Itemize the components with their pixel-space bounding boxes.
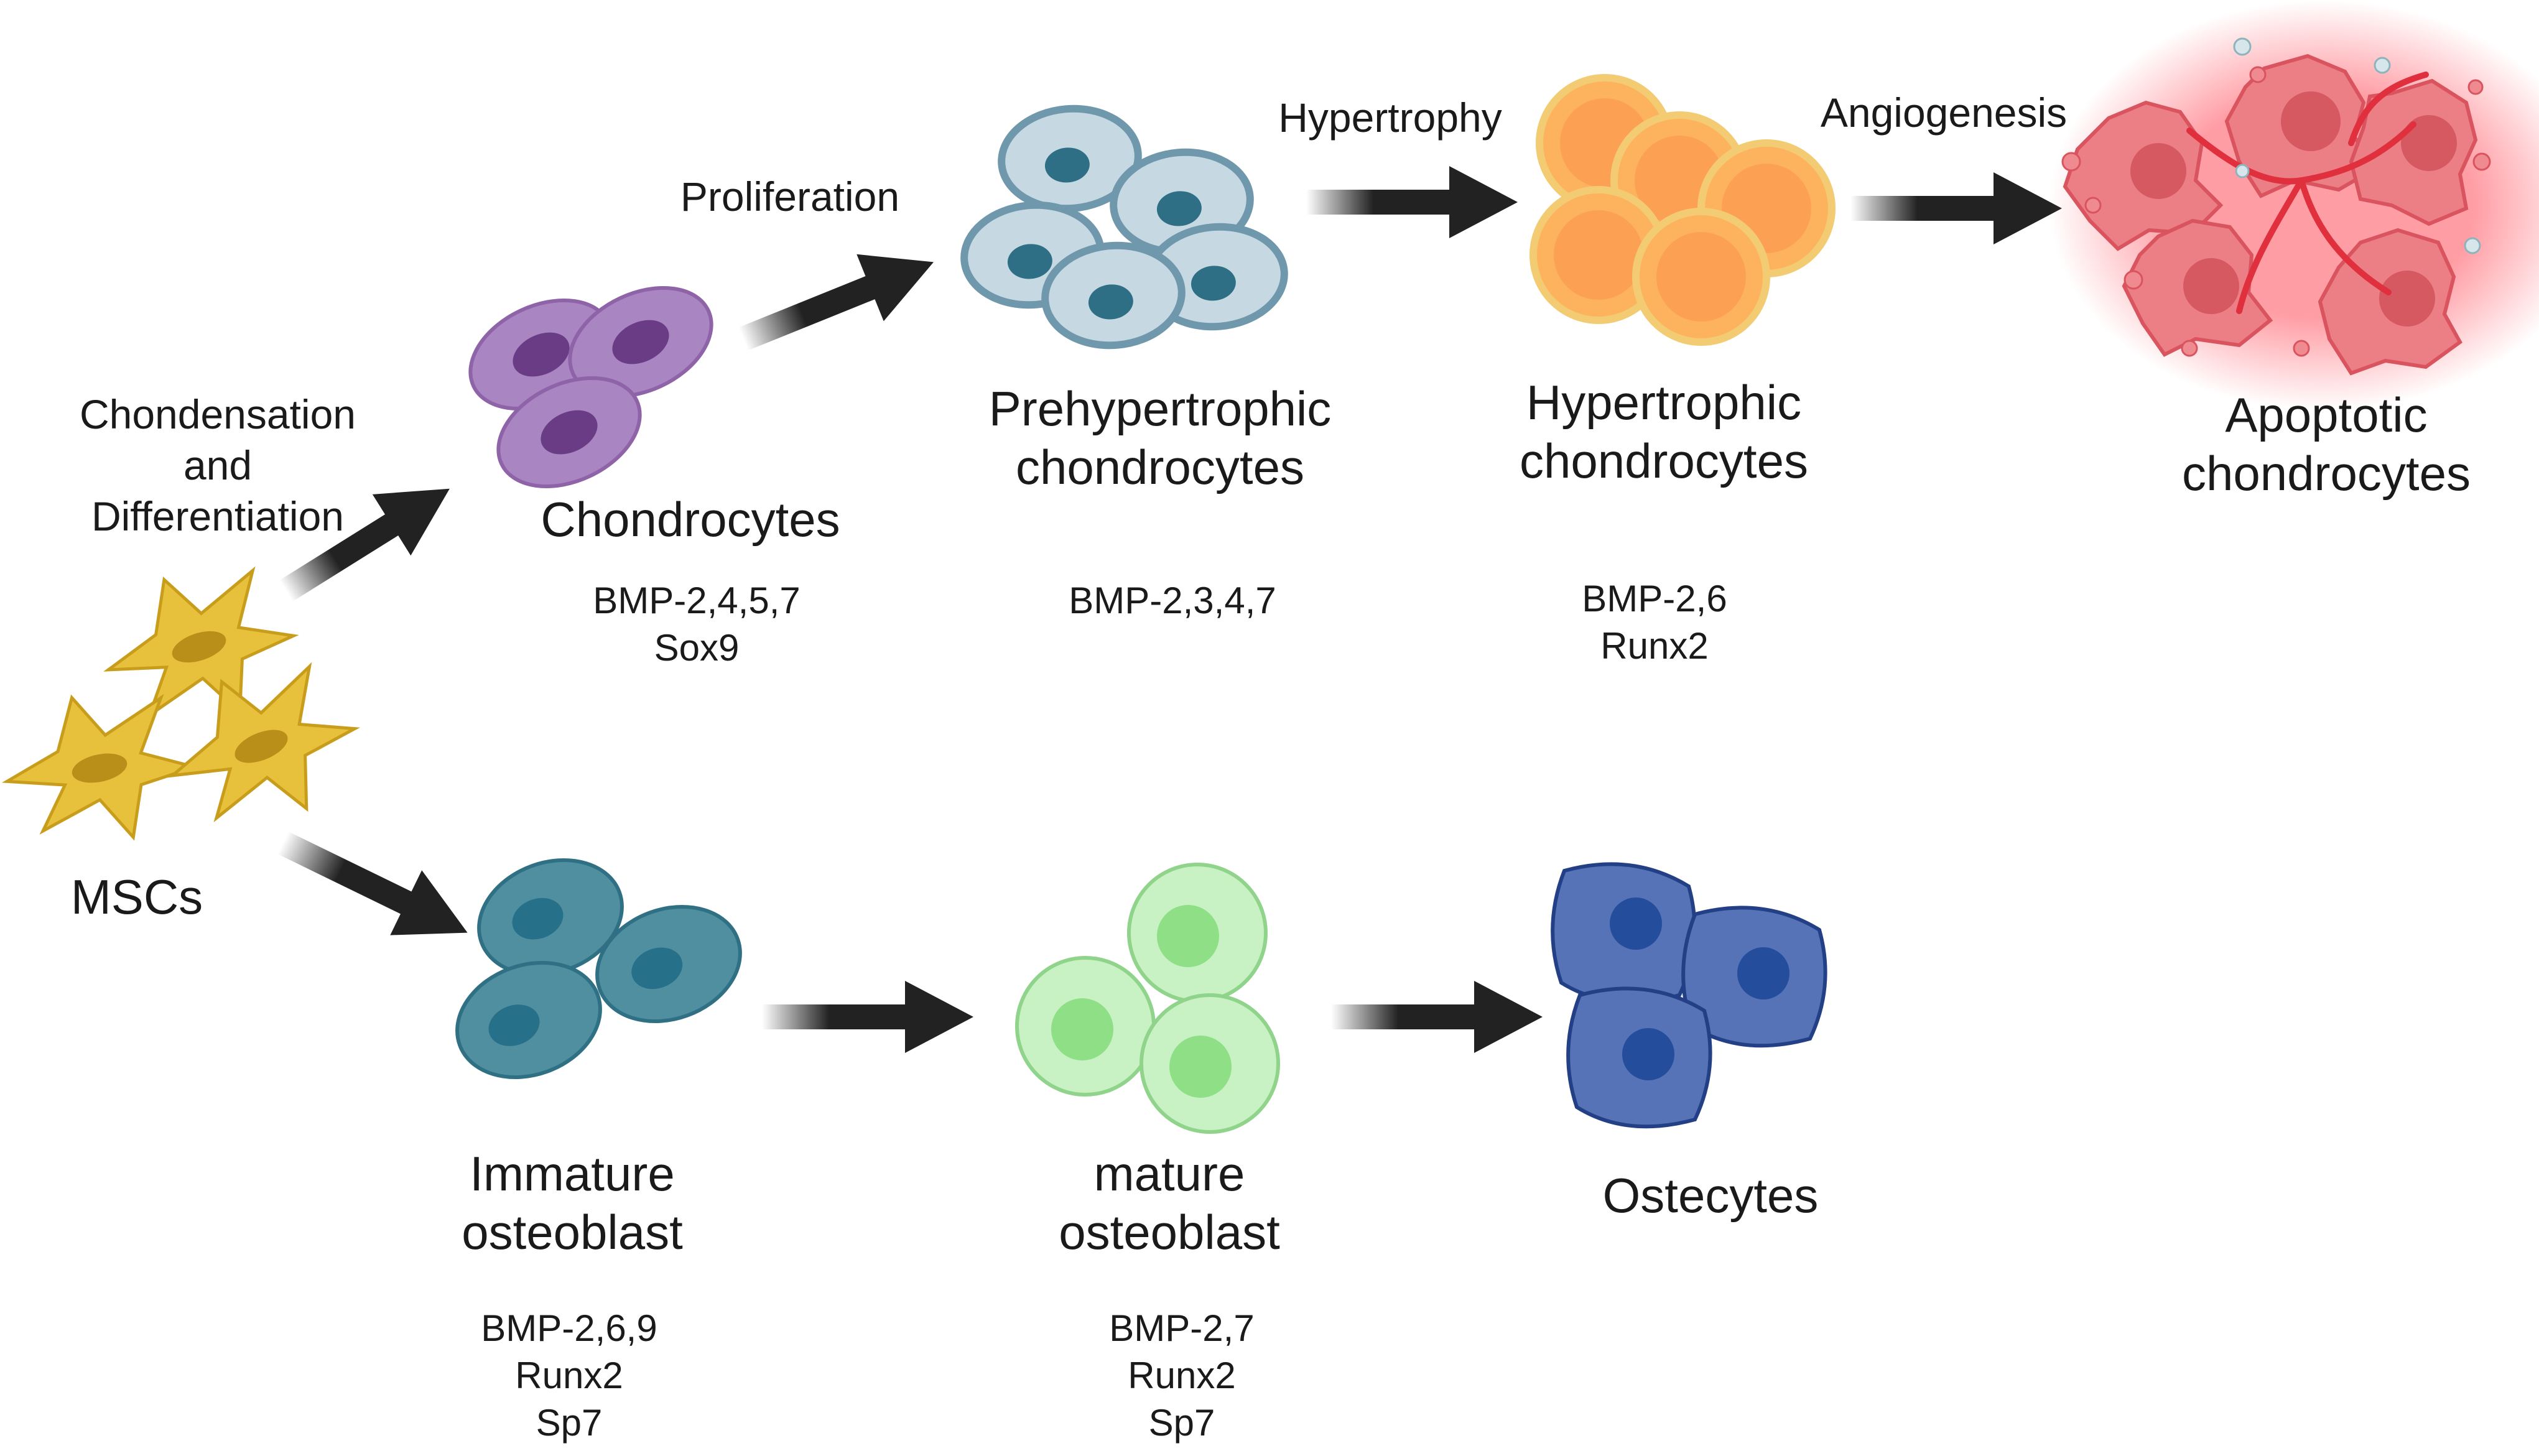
marker-line: Sp7: [536, 1402, 603, 1444]
hypertrophic-cell: [1529, 186, 1668, 324]
hypertrophic-cells: [1529, 74, 1836, 346]
blood-vessels: [2186, 72, 2429, 314]
stage-name-line: Chondrocytes: [541, 492, 840, 547]
stage-name-line: chondrocytes: [2182, 446, 2471, 501]
stage-name-line: chondrocytes: [1016, 440, 1304, 494]
chondrocytes-markers: BMP-2,4,5,7 Sox9: [593, 577, 801, 672]
stage-name-line: mature: [1093, 1146, 1245, 1201]
marker-line: Runx2: [515, 1355, 623, 1396]
chondrocytes-name: Chondrocytes: [541, 490, 840, 549]
apoptotic-bodies: [2061, 66, 2491, 357]
stage-name-line: osteoblast: [1059, 1205, 1280, 1259]
arrow-mscs-to-osteoblast: [277, 832, 468, 935]
mature-osteoblast-cell: [1140, 993, 1280, 1134]
mature-osteoblast-cell: [1015, 956, 1156, 1097]
mature-osteoblast-name: mature osteoblast: [1059, 1144, 1280, 1261]
condensation-label: Chondensation and Differentiation: [80, 389, 356, 542]
apoptotic-cell: [2122, 218, 2273, 357]
condensation-line: Chondensation: [79, 391, 356, 437]
immature-osteoblast-cell: [595, 904, 742, 1024]
arrow-hypertrophy: [1306, 166, 1518, 238]
marker-line: BMP-2,6: [1582, 578, 1727, 619]
stage-name-line: Apoptotic: [2225, 387, 2428, 442]
marker-line: Runx2: [1128, 1355, 1236, 1396]
mature-osteoblast-cell: [1127, 863, 1268, 1003]
mscs-cells: [1, 566, 360, 841]
marker-line: BMP-2,4,5,7: [593, 580, 801, 621]
prehypertrophic-name: Prehypertrophic chondrocytes: [989, 379, 1332, 496]
chondrocytes-cells: [468, 285, 713, 489]
osteocytes-name: Ostecytes: [1603, 1166, 1819, 1225]
angiogenesis-label: Angiogenesis: [1820, 90, 2068, 136]
stage-name-line: MSCs: [70, 869, 203, 924]
apoptotic-cell: [2063, 100, 2224, 251]
osteocyte-cell: [1551, 862, 1697, 1004]
stage-name-line: Ostecytes: [1602, 1168, 1819, 1223]
arrow-immature-to-mature: [762, 981, 973, 1053]
osteocytes-cells: [1551, 862, 1827, 1129]
prehypertrophic-cells: [960, 104, 1288, 350]
immature-osteoblast-name: Immature osteoblast: [462, 1144, 683, 1261]
arrow-angiogenesis: [1850, 172, 2062, 244]
marker-line: BMP-2,6,9: [481, 1307, 657, 1349]
marker-line: BMP-2,7: [1109, 1307, 1255, 1349]
hypertrophic-markers: BMP-2,6 Runx2: [1582, 575, 1727, 670]
stage-name-line: Prehypertrophic: [988, 381, 1332, 436]
apoptotic-name: Apoptotic chondrocytes: [2182, 386, 2471, 503]
stage-name-line: chondrocytes: [1520, 434, 1808, 488]
apoptotic-debris: [2233, 37, 2481, 254]
stage-name-line: Immature: [470, 1146, 675, 1201]
hypertrophic-name: Hypertrophic chondrocytes: [1520, 373, 1808, 490]
prehypertrophic-cell: [1041, 241, 1186, 350]
osteocyte-cell: [1566, 986, 1712, 1129]
osteocyte-cell: [1681, 906, 1827, 1048]
mature-osteoblast-markers: BMP-2,7 Runx2 Sp7: [1109, 1305, 1254, 1447]
stage-name-line: osteoblast: [462, 1205, 683, 1259]
marker-line: Sp7: [1148, 1402, 1215, 1444]
chondrocyte-cell: [496, 376, 642, 489]
marker-line: Sox9: [654, 627, 740, 669]
immature-osteoblast-markers: BMP-2,6,9 Runx2 Sp7: [481, 1305, 657, 1447]
hypertrophic-cell: [1632, 208, 1770, 346]
apoptotic-cells: [2049, 0, 2539, 410]
prehypertrophic-markers: BMP-2,3,4,7: [1069, 577, 1276, 624]
immature-osteoblast-cells: [455, 858, 742, 1080]
marker-line: BMP-2,3,4,7: [1069, 580, 1276, 621]
condensation-line: Differentiation: [91, 493, 345, 539]
arrow-mature-to-osteocytes: [1331, 981, 1543, 1053]
arrow-proliferation: [738, 254, 934, 351]
apoptotic-cell: [2224, 53, 2379, 198]
marker-line: Runx2: [1600, 625, 1709, 667]
mscs-name: MSCs: [71, 868, 203, 926]
condensation-line: and: [183, 442, 253, 488]
arrow-mscs-to-chondrocytes: [279, 488, 450, 601]
immature-osteoblast-cell: [455, 960, 602, 1080]
hypertrophy-label: Hypertrophy: [1278, 95, 1502, 141]
msc-cell: [167, 662, 360, 823]
msc-cell: [1, 693, 200, 841]
mature-osteoblast-cells: [1015, 863, 1280, 1134]
stage-name-line: Hypertrophic: [1526, 375, 1802, 430]
apoptotic-cell: [2349, 78, 2478, 226]
proliferation-label: Proliferation: [680, 174, 900, 220]
prehypertrophic-cell: [998, 104, 1142, 213]
chondrocyte-cell: [568, 285, 713, 399]
